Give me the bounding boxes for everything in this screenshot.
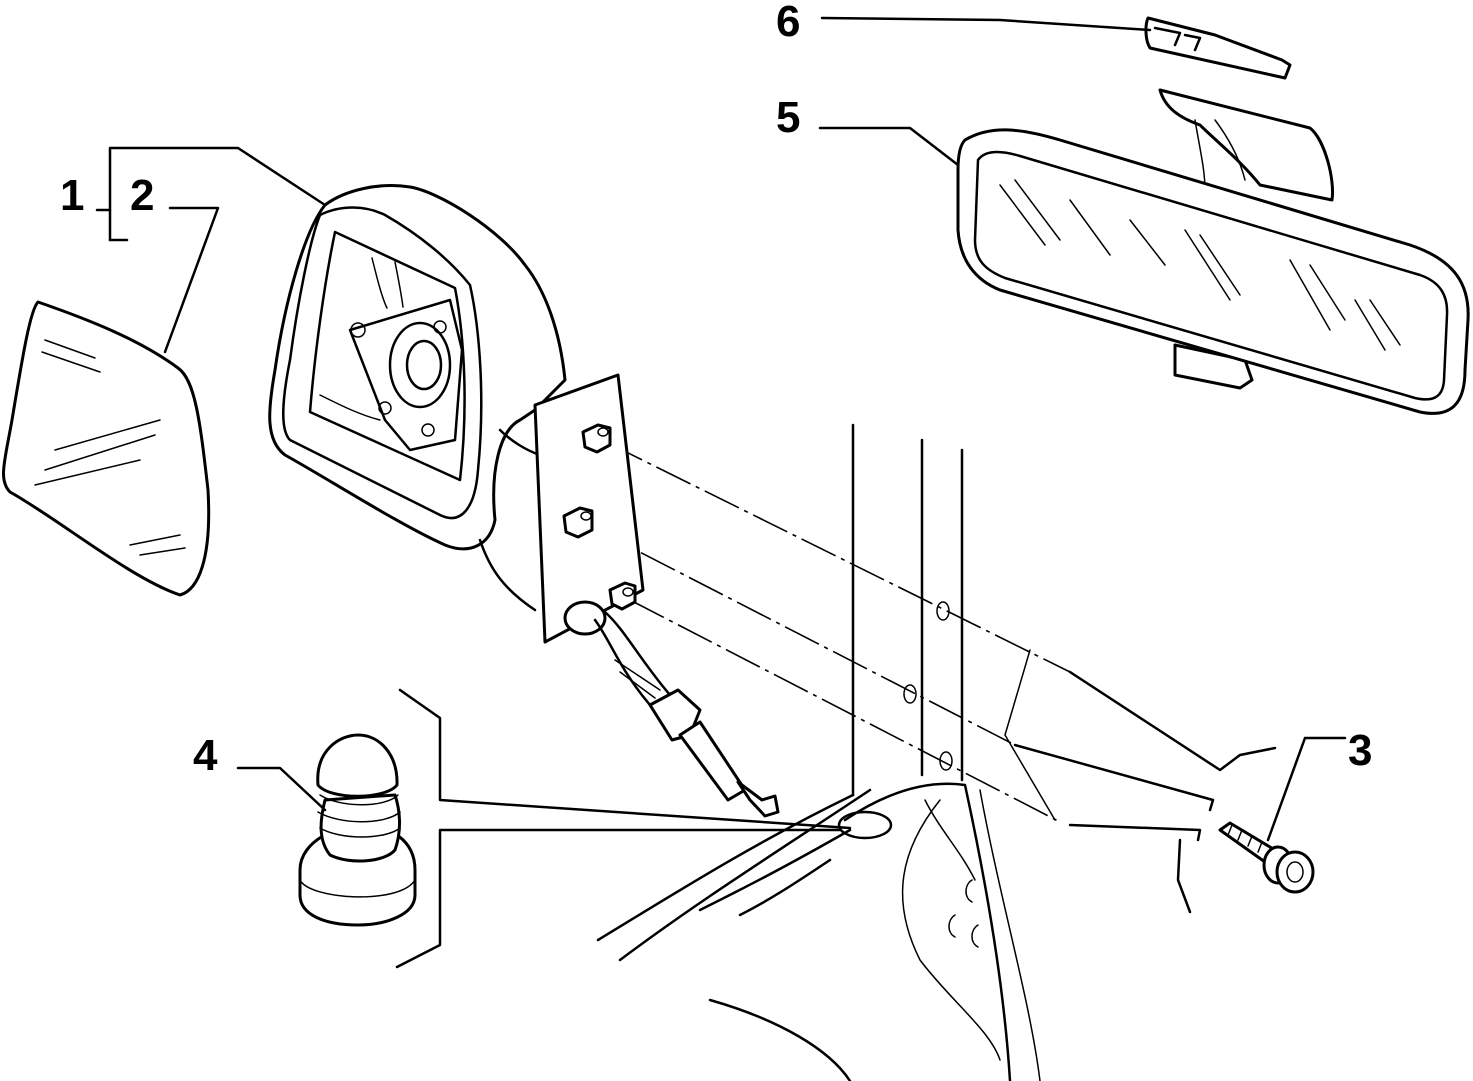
exterior-mirror-housing	[268, 184, 780, 818]
callout-2: 2	[130, 171, 154, 220]
callout-3: 3	[1348, 726, 1372, 775]
callout-6: 6	[776, 0, 800, 46]
cable-connector	[593, 610, 780, 818]
cover-clip	[1144, 16, 1292, 80]
door-hole	[837, 810, 893, 840]
callout-1: 1	[60, 171, 84, 220]
mirror-glass	[2, 300, 211, 597]
leader-lines	[95, 16, 1347, 969]
mounting-studs	[562, 423, 637, 636]
alignment-lines	[592, 442, 1071, 823]
callout-5: 5	[776, 93, 800, 142]
callout-labels: 1 2 3 4 5 6	[60, 0, 1372, 780]
screw	[1218, 821, 1315, 894]
rubber-plug	[298, 733, 417, 927]
interior-mirror	[956, 88, 1470, 415]
door-panel	[596, 423, 1277, 1081]
callout-4: 4	[193, 731, 218, 780]
